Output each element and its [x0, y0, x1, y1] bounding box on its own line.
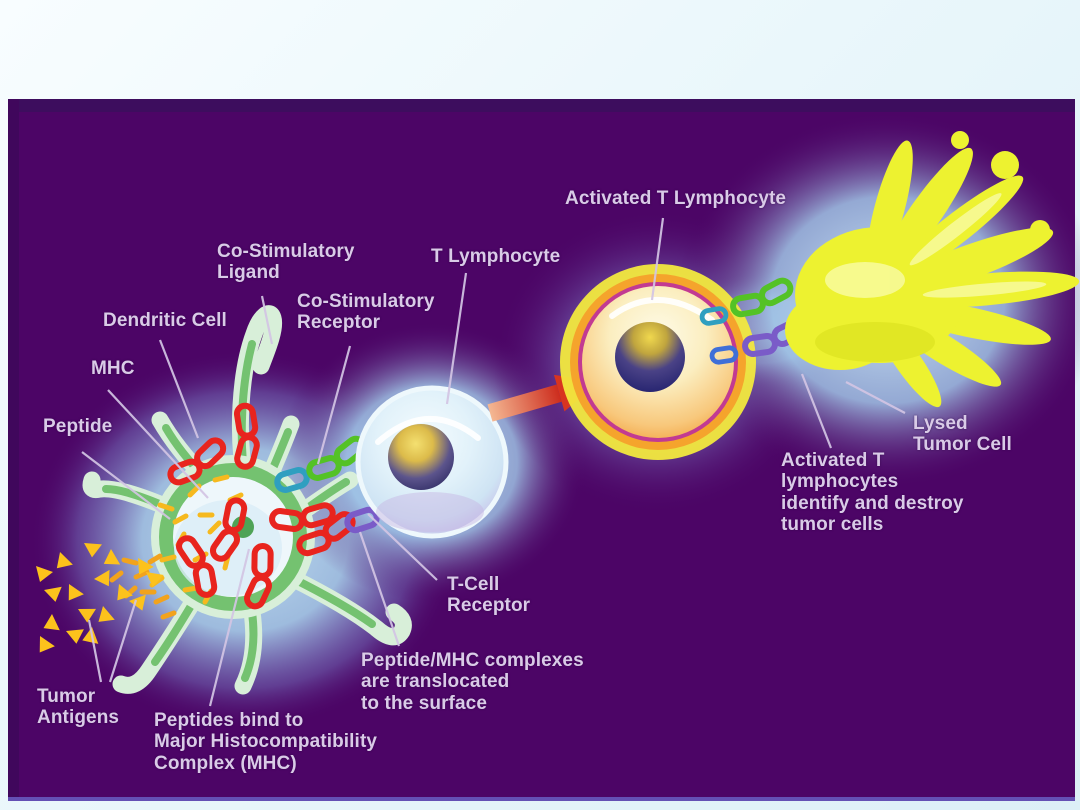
lysed-tumor-cell-figure	[785, 131, 1080, 408]
label-t-cell-receptor: T-Cell Receptor	[447, 574, 531, 617]
label-activated-t-lymphocyte: Activated T Lymphocyte	[565, 188, 787, 209]
t-lymphocyte-figure	[355, 385, 509, 539]
label-lysed-tumor-cell: Lysed Tumor Cell	[913, 413, 1012, 456]
label-t-lymphocyte: T Lymphocyte	[431, 246, 561, 267]
label-tumor-antigens: Tumor Antigens	[37, 686, 120, 729]
label-peptides-bind-paragraph: Peptides bind to Major Histocompatibilit…	[154, 710, 378, 774]
label-peptide-mhc-paragraph: Peptide/MHC complexes are translocated t…	[361, 650, 584, 714]
label-dendritic-cell: Dendritic Cell	[103, 310, 227, 331]
leader-lines	[81, 217, 906, 707]
label-mhc: MHC	[91, 358, 135, 379]
label-peptide: Peptide	[43, 416, 113, 437]
label-co-stimulatory-receptor: Co-Stimulatory Receptor	[297, 291, 435, 334]
label-activated-t-paragraph: Activated T lymphocytes identify and des…	[781, 450, 964, 536]
label-co-stimulatory-ligand: Co-Stimulatory Ligand	[217, 241, 355, 284]
